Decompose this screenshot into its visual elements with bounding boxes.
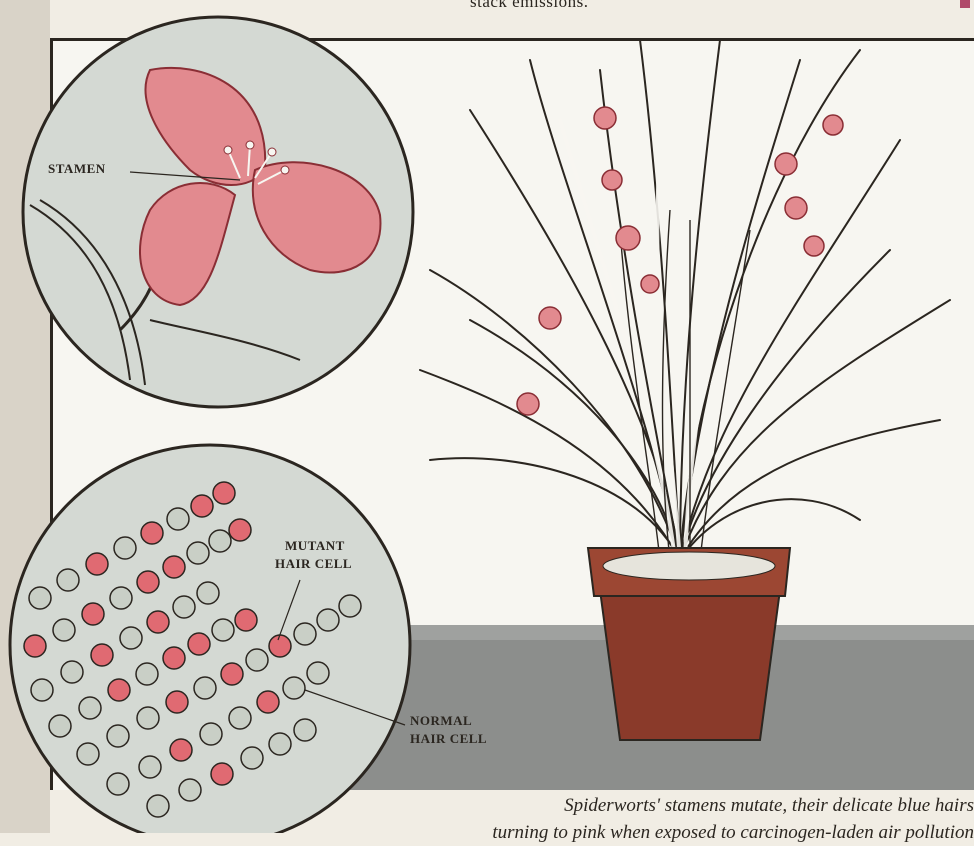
flower-closeup-inset [23,17,413,407]
caption-line1: Spiderworts' stamens mutate, their delic… [290,792,974,819]
normal-hair-cell-label: NORMAL HAIR CELL [410,712,487,748]
plant-flowers [517,107,843,415]
normal-label-line1: NORMAL [410,712,487,730]
mutant-label-line2: HAIR CELL [275,555,352,573]
mutant-label-line1: MUTANT [275,537,352,555]
flower-pot [588,548,790,740]
plant-leaves [420,40,950,560]
stamen-label: STAMEN [48,160,106,178]
plant-leaves-light [560,110,760,560]
mutant-hair-cell-label: MUTANT HAIR CELL [275,537,352,573]
figure-caption: Spiderworts' stamens mutate, their delic… [290,792,974,846]
hair-cell-inset [10,445,410,833]
normal-label-line2: HAIR CELL [410,730,487,748]
